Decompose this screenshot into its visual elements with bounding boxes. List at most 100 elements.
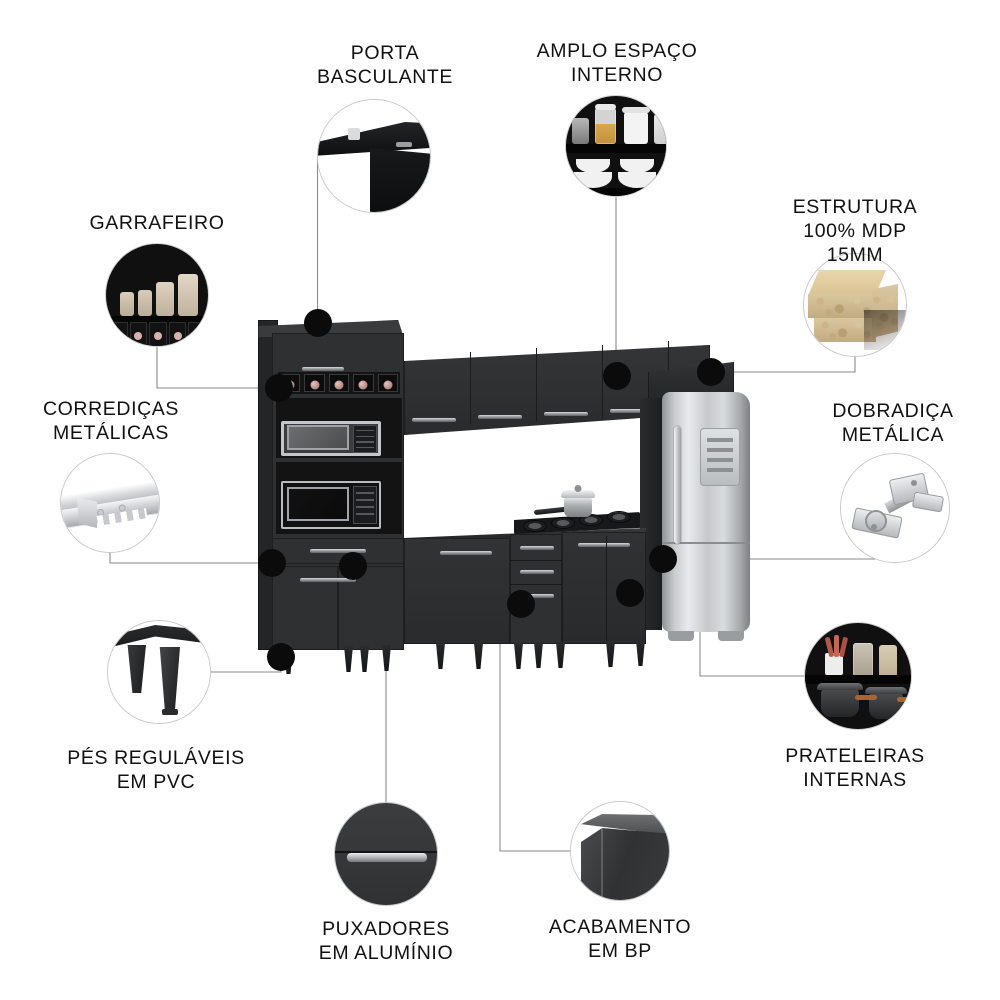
jar-right: [879, 645, 897, 677]
hinge-screw: [911, 480, 917, 486]
callout-label-pes-reguláveis: PÉS REGULÁVEIS EM PVC: [67, 747, 245, 793]
refrigerator: [662, 392, 750, 641]
oven-window: [287, 486, 349, 522]
cooking-pot: [561, 485, 595, 517]
fridge-foot: [718, 631, 744, 641]
pvc-foot-base: [162, 709, 178, 715]
bottle: [178, 274, 198, 316]
bottle: [120, 292, 134, 316]
cabinet-leg: [606, 641, 615, 667]
callout-label-acabamento-bp: ACABAMENTO EM BP: [548, 916, 692, 962]
connector-dot-amplo-espaco-interno: [603, 362, 631, 390]
pot-lid: [561, 490, 595, 498]
bp-edge-highlight: [601, 828, 603, 900]
callout-label-dobradica-metalica: DOBRADIÇA METÁLICA: [832, 400, 954, 446]
shelf: [805, 675, 911, 684]
callout-circle-puxadores-aluminio: [334, 802, 438, 906]
jar-lid: [595, 104, 616, 110]
callout-label-amplo-espaco-interno: AMPLO ESPAÇO INTERNO: [536, 40, 698, 86]
rack-cells: [110, 322, 206, 346]
drawer-handle: [520, 594, 554, 598]
electric-oven: [281, 481, 381, 529]
oven-keypad: [353, 485, 377, 525]
cabinet-leg: [360, 646, 369, 672]
drawer-seam: [510, 560, 562, 561]
pot-handle: [855, 695, 877, 700]
wooden-spatula: [838, 636, 849, 658]
connector-dot-prateleiras-internas: [616, 579, 644, 607]
microwave-keypad: [353, 424, 377, 453]
cabinet-leg: [382, 645, 391, 671]
cooktop-burner: [580, 515, 602, 525]
upper-cabinet-divider: [470, 352, 471, 424]
interior-shelves-art: [566, 96, 666, 196]
drawer-handle: [310, 549, 366, 553]
cooktop-burner: [552, 518, 574, 528]
fridge-handle: [674, 426, 681, 544]
callout-label-garrafeiro: GARRAFEIRO: [89, 212, 225, 234]
hinge-cup: [865, 510, 887, 532]
bowl-stack-right: [620, 159, 654, 173]
callout-circle-pes-reguláveis: [107, 620, 211, 724]
cabinet-underside: [108, 625, 210, 651]
jar-clear-small: [572, 118, 589, 144]
pot-lid: [865, 687, 907, 694]
pot-lid: [817, 683, 863, 690]
callout-circle-acabamento-bp: [570, 801, 670, 901]
base-cabinet-left: [404, 538, 510, 644]
bottle: [138, 290, 152, 316]
cabinet-leg: [344, 646, 353, 672]
cabinet-leg: [556, 642, 565, 668]
wine-slot: [328, 374, 350, 392]
door-handle: [300, 578, 356, 582]
bottle: [156, 282, 174, 316]
callout-circle-estrutura-mdp: [803, 253, 907, 357]
tilt-up-door-art: [318, 100, 430, 212]
connector-dot-pes-reguláveis: [267, 643, 295, 671]
aluminium-handle-art: [335, 803, 437, 905]
base-cabinet-seam: [606, 536, 607, 642]
cabinet-leg: [514, 643, 523, 669]
cabinet-leg: [474, 643, 483, 669]
callout-circle-porta-basculante: [317, 99, 431, 213]
drawer-seam: [510, 584, 562, 585]
shelf: [566, 144, 666, 153]
connector-dot-acabamento-bp: [339, 552, 367, 580]
cabinet-leg: [636, 640, 645, 666]
hinge-art: [841, 454, 949, 562]
hinge-screw: [871, 524, 877, 530]
canister-lid: [622, 107, 650, 113]
callout-circle-garrafeiro: [105, 243, 209, 347]
upper-cabinet-handle: [544, 412, 588, 416]
wine-slot: [304, 374, 325, 392]
connector-dot-garrafeiro: [265, 374, 293, 402]
shelf: [566, 188, 666, 196]
wine-rack-art: [106, 244, 208, 346]
cooking-pot-large: [817, 683, 863, 717]
mdp-shadow: [864, 310, 906, 350]
upper-cabinet-handle: [610, 409, 654, 413]
bowl-stack-right: [618, 172, 656, 188]
pvc-foot: [127, 645, 146, 693]
microwave-window: [287, 425, 349, 451]
connector-dot-porta-basculante: [304, 309, 332, 337]
pvc-feet-art: [108, 621, 210, 723]
cooktop-burner: [524, 521, 546, 531]
utensil-holder: [825, 653, 843, 675]
connector-dot-puxadores-aluminio: [507, 590, 535, 618]
connector-dot-dobradica-metalica: [649, 545, 677, 573]
door-side: [370, 148, 430, 212]
slide-bracket: [77, 498, 97, 528]
connector-dot-estrutura-mdp: [697, 358, 725, 386]
lift-hinge-clip: [348, 128, 360, 140]
upper-cabinet-divider: [602, 345, 603, 419]
glass-jar: [853, 643, 873, 677]
cabinet-leg: [436, 643, 445, 669]
callout-circle-dobradica-metalica: [840, 453, 950, 563]
callout-label-corredicas-metalicas: CORREDIÇAS METÁLICAS: [42, 398, 180, 444]
wine-slot: [377, 374, 399, 392]
callout-label-prateleiras-internas: PRATELEIRAS INTERNAS: [785, 745, 925, 791]
callout-label-puxadores-aluminio: PUXADORES EM ALUMÍNIO: [318, 918, 454, 964]
base-handle: [440, 551, 492, 555]
